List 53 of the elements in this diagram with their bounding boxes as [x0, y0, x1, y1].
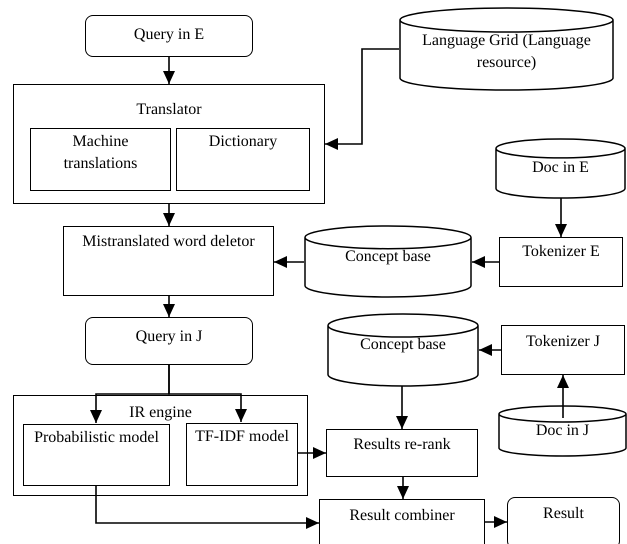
process-group-box: [13, 84, 325, 204]
node-label: Translator: [136, 100, 202, 120]
node-label: Result combiner: [349, 506, 455, 526]
process-group-box: [13, 395, 308, 496]
node-label: Machine translations: [62, 132, 138, 174]
arrow: [555, 198, 567, 237]
arrow: [163, 204, 175, 226]
node-label: Doc in J: [536, 421, 590, 441]
node-label: Results re-rank: [353, 435, 451, 455]
arrow: [297, 447, 326, 459]
end-terminal: [507, 497, 620, 544]
arrow: [274, 256, 304, 268]
database-cylinder: [304, 226, 472, 297]
arrow: [163, 57, 175, 84]
database-cylinder: [399, 8, 614, 90]
node-label: Tokenizer J: [526, 332, 600, 352]
arrow: [95, 485, 319, 529]
database-cylinder: [327, 314, 479, 386]
node-label: Result: [543, 504, 584, 524]
start-terminal: [85, 15, 253, 57]
database-cylinder: [495, 139, 626, 198]
arrow: [472, 256, 499, 268]
node-label: Doc in E: [532, 158, 589, 178]
node-label: Tokenizer E: [522, 242, 600, 262]
process-box: [176, 128, 310, 191]
node-label: Query in E: [134, 25, 204, 45]
node-label: IR engine: [129, 403, 192, 423]
node-label: Dictionary: [208, 132, 278, 152]
process-box: [501, 325, 625, 375]
node-label: Concept base: [345, 247, 431, 267]
node-label: Language Grid (Language resource): [421, 31, 592, 73]
arrow: [325, 48, 399, 150]
process-box: [499, 237, 623, 287]
node-label: Concept base: [360, 335, 446, 355]
arrow: [163, 296, 175, 317]
process-box: [186, 423, 298, 486]
arrow: [397, 477, 409, 499]
arrow: [396, 386, 408, 429]
node-label: Mistranslated word deletor: [82, 232, 255, 252]
process-box: [326, 429, 478, 477]
node-label: Probabilistic model: [34, 428, 159, 448]
process-box: [63, 226, 274, 296]
database-cylinder: [498, 406, 627, 456]
node-label: TF-IDF model: [195, 427, 289, 447]
process-box: [319, 499, 485, 544]
process-box: [23, 424, 170, 486]
arrow: [557, 375, 569, 418]
arrow: [485, 516, 507, 528]
arrow: [479, 344, 501, 356]
process-box: [30, 128, 171, 191]
terminal-box: [85, 317, 253, 365]
node-label: Query in J: [136, 327, 202, 347]
arrow: [168, 365, 247, 422]
